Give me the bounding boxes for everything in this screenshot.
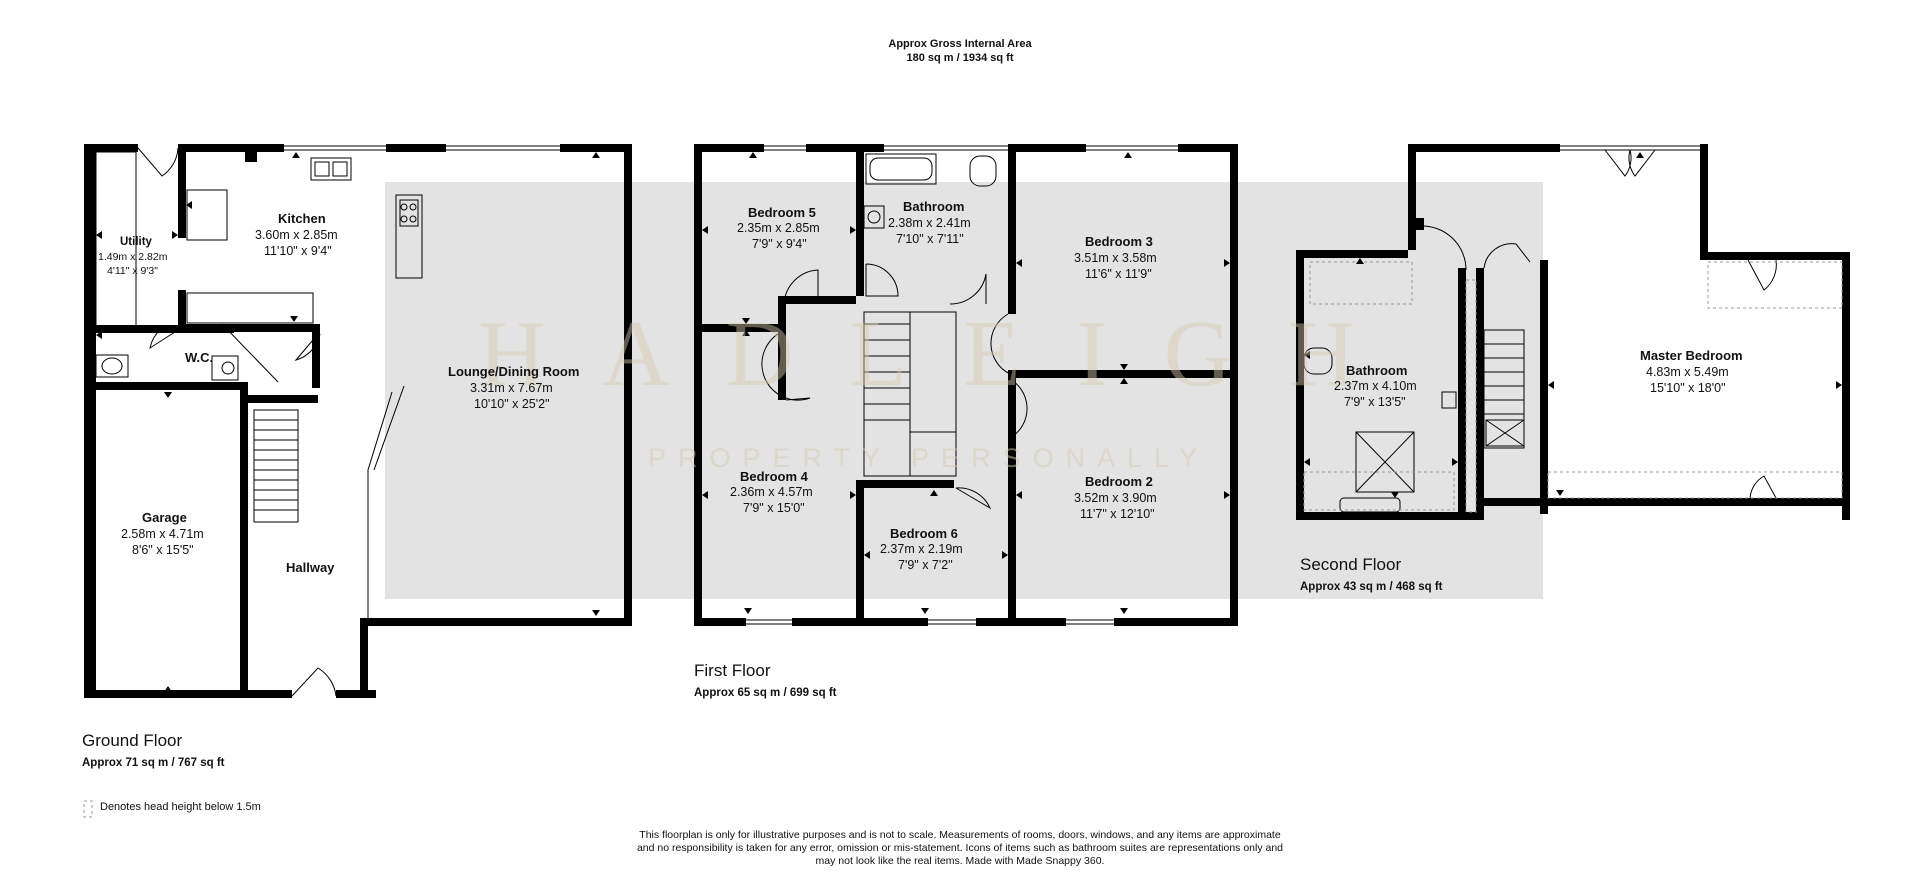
- bedroom5-imperial: 7'9" x 9'4": [752, 237, 807, 251]
- utility-metric: 1.49m x 2.82m: [98, 251, 168, 263]
- garage-imperial: 8'6" x 15'5": [132, 543, 194, 557]
- bedroom2-metric: 3.52m x 3.90m: [1074, 491, 1157, 505]
- utility-imperial: 4'11" x 9'3": [107, 265, 158, 277]
- first-floor-title: First Floor: [694, 661, 771, 680]
- bedroom6-name: Bedroom 6: [890, 526, 958, 541]
- kitchen-imperial: 11'10" x 9'4": [264, 244, 332, 258]
- master-bedroom-name: Master Bedroom: [1640, 348, 1743, 363]
- disclaimer-line-1: This floorplan is only for illustrative …: [639, 829, 1281, 841]
- second-bathroom-imperial: 7'9" x 13'5": [1344, 395, 1406, 409]
- marker-arrows: [96, 146, 1842, 692]
- first-floor-walls: [694, 144, 1238, 626]
- disclaimer-line-2: and no responsibility is taken for any e…: [636, 842, 1284, 854]
- gross-area-value: 180 sq m / 1934 sq ft: [906, 52, 1014, 64]
- head-height-legend: Denotes head height below 1.5m: [100, 801, 261, 813]
- head-height-dashed-areas: [83, 261, 1843, 818]
- bedroom5-metric: 2.35m x 2.85m: [737, 221, 820, 235]
- second-bathroom-name: Bathroom: [1346, 363, 1408, 378]
- gross-area-header: Approx Gross Internal Area 180 sq m / 19…: [860, 37, 1060, 65]
- ground-floor-title: Ground Floor: [82, 731, 183, 750]
- bedroom2-imperial: 11'7" x 12'10": [1080, 507, 1155, 521]
- garage-name: Garage: [142, 510, 187, 525]
- lounge-name: Lounge/Dining Room: [448, 364, 580, 379]
- second-floor-walls: [1296, 144, 1850, 520]
- master-bedroom-imperial: 15'10" x 18'0": [1650, 381, 1726, 395]
- garage-metric: 2.58m x 4.71m: [121, 527, 204, 541]
- bedroom5-name: Bedroom 5: [748, 205, 816, 220]
- first-floor-details: [746, 145, 1178, 625]
- first-floor-area: Approx 65 sq m / 699 sq ft: [694, 687, 837, 699]
- utility-name: Utility: [120, 236, 152, 248]
- kitchen-metric: 3.60m x 2.85m: [255, 228, 338, 242]
- kitchen-name: Kitchen: [278, 211, 326, 226]
- bedroom2-name: Bedroom 2: [1085, 474, 1153, 489]
- bedroom3-name: Bedroom 3: [1085, 234, 1153, 249]
- bedroom3-metric: 3.51m x 3.58m: [1074, 251, 1157, 265]
- bedroom4-metric: 2.36m x 4.57m: [730, 485, 813, 499]
- second-bathroom-metric: 2.37m x 4.10m: [1334, 379, 1417, 393]
- bedroom6-metric: 2.37m x 2.19m: [880, 542, 963, 556]
- first-bathroom-imperial: 7'10" x 7'11": [896, 232, 964, 246]
- gross-area-title: Approx Gross Internal Area: [888, 38, 1032, 50]
- watermark-brand: HADLEIGH: [478, 302, 1412, 406]
- master-bedroom-metric: 4.83m x 5.49m: [1646, 365, 1729, 379]
- hallway-name: Hallway: [286, 560, 335, 575]
- second-floor-details: [1303, 145, 1777, 513]
- bedroom3-imperial: 11'6" x 11'9": [1085, 267, 1152, 281]
- second-floor-title: Second Floor: [1300, 555, 1402, 574]
- ground-floor-area: Approx 71 sq m / 767 sq ft: [82, 757, 225, 769]
- ground-floor-details: [85, 145, 582, 697]
- bedroom6-imperial: 7'9" x 7'2": [898, 558, 953, 572]
- wc-name: W.C.: [185, 350, 214, 365]
- bedroom4-imperial: 7'9" x 15'0": [743, 501, 805, 515]
- disclaimer: This floorplan is only for illustrative …: [560, 829, 1360, 868]
- first-bathroom-metric: 2.38m x 2.41m: [888, 216, 971, 230]
- bedroom4-name: Bedroom 4: [740, 469, 808, 484]
- disclaimer-line-3: may not look like the real items. Made w…: [815, 855, 1105, 867]
- second-floor-area: Approx 43 sq m / 468 sq ft: [1300, 581, 1443, 593]
- ground-floor-walls: [84, 144, 632, 698]
- first-bathroom-name: Bathroom: [903, 199, 965, 214]
- lounge-metric: 3.31m x 7.67m: [470, 381, 553, 395]
- lounge-imperial: 10'10" x 25'2": [474, 397, 550, 411]
- watermark-tagline: PROPERTY PERSONALLY: [648, 443, 1210, 473]
